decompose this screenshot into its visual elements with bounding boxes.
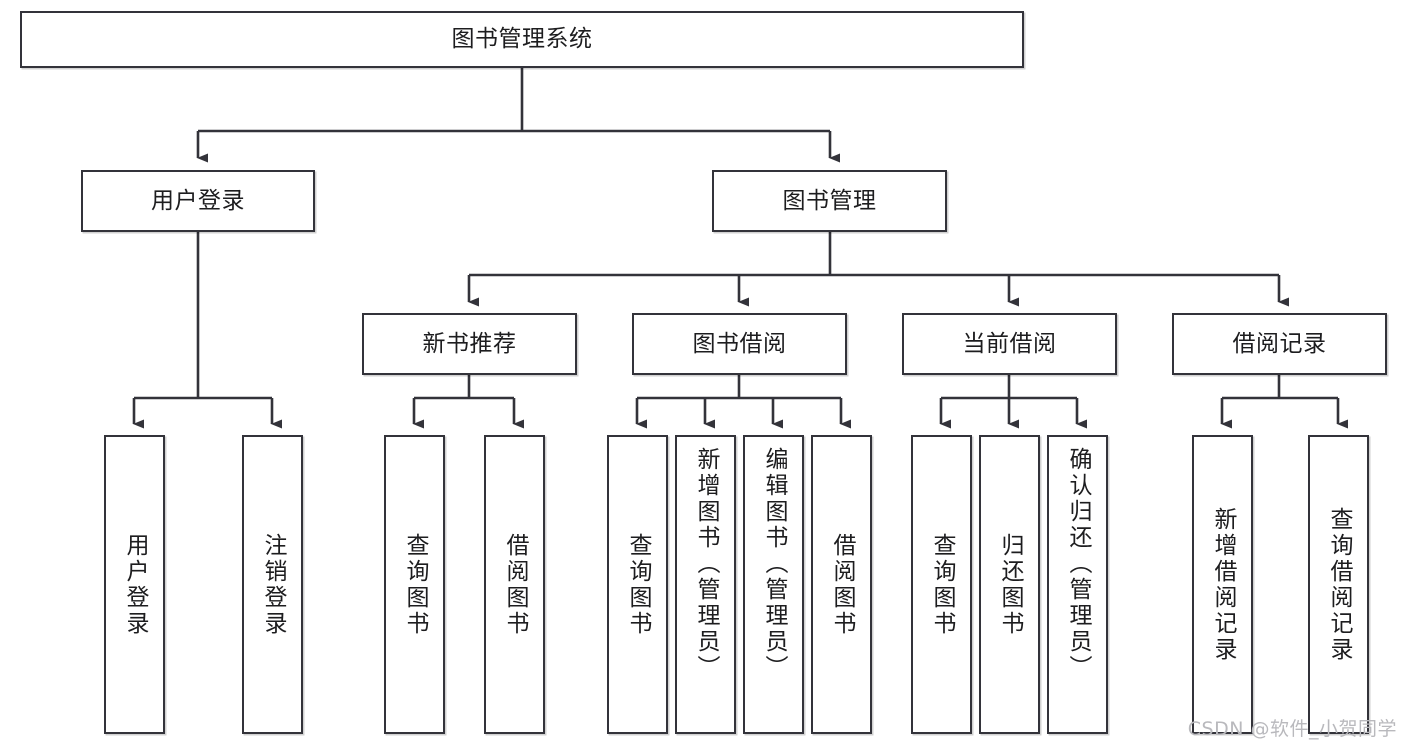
node-leaf-logout[interactable]: 注销登录 xyxy=(242,435,303,734)
node-leaf-add-book-label: 新增图书（管理员） xyxy=(693,447,719,681)
csdn-watermark: CSDN @软件_小贺同学 xyxy=(1187,718,1397,740)
node-leaf-query-record[interactable]: 查询借阅记录 xyxy=(1308,435,1369,734)
node-user-login-label: 用户登录 xyxy=(151,187,245,214)
node-leaf-add-book[interactable]: 新增图书（管理员） xyxy=(675,435,736,734)
node-leaf-logout-label: 注销登录 xyxy=(260,532,286,637)
node-leaf-add-record-label: 新增借阅记录 xyxy=(1210,506,1236,663)
node-book-manage-label: 图书管理 xyxy=(782,187,877,214)
node-root[interactable]: 图书管理系统 xyxy=(20,11,1024,68)
node-leaf-edit-book[interactable]: 编辑图书（管理员） xyxy=(743,435,804,734)
node-leaf-query-book-1[interactable]: 查询图书 xyxy=(384,435,445,734)
node-leaf-confirm-return[interactable]: 确认归还（管理员） xyxy=(1047,435,1108,734)
node-leaf-query-book-3-label: 查询图书 xyxy=(929,532,955,637)
node-leaf-query-book-1-label: 查询图书 xyxy=(402,532,428,637)
node-root-label: 图书管理系统 xyxy=(451,26,593,53)
node-book-manage[interactable]: 图书管理 xyxy=(712,170,947,232)
node-borrow-record-label: 借阅记录 xyxy=(1232,330,1327,357)
node-leaf-borrow-book-2-label: 借阅图书 xyxy=(829,532,855,637)
node-leaf-return-book-label: 归还图书 xyxy=(997,532,1023,637)
node-leaf-borrow-book-1[interactable]: 借阅图书 xyxy=(484,435,545,734)
node-user-login[interactable]: 用户登录 xyxy=(81,170,315,232)
node-new-book-rec[interactable]: 新书推荐 xyxy=(362,313,577,375)
node-new-book-rec-label: 新书推荐 xyxy=(422,330,517,357)
node-leaf-query-book-3[interactable]: 查询图书 xyxy=(911,435,972,734)
node-leaf-user-login-label: 用户登录 xyxy=(122,532,148,637)
node-current-borrow[interactable]: 当前借阅 xyxy=(902,313,1117,375)
node-book-borrow[interactable]: 图书借阅 xyxy=(632,313,847,375)
node-leaf-user-login[interactable]: 用户登录 xyxy=(104,435,165,734)
node-leaf-confirm-return-label: 确认归还（管理员） xyxy=(1065,447,1091,681)
node-leaf-add-record[interactable]: 新增借阅记录 xyxy=(1192,435,1253,734)
node-leaf-query-record-label: 查询借阅记录 xyxy=(1326,506,1352,663)
node-current-borrow-label: 当前借阅 xyxy=(962,330,1057,357)
node-book-borrow-label: 图书借阅 xyxy=(692,330,787,357)
node-leaf-query-book-2[interactable]: 查询图书 xyxy=(607,435,668,734)
node-leaf-return-book[interactable]: 归还图书 xyxy=(979,435,1040,734)
node-leaf-borrow-book-1-label: 借阅图书 xyxy=(502,532,528,637)
node-leaf-query-book-2-label: 查询图书 xyxy=(625,532,651,637)
node-leaf-edit-book-label: 编辑图书（管理员） xyxy=(761,447,787,681)
node-leaf-borrow-book-2[interactable]: 借阅图书 xyxy=(811,435,872,734)
node-borrow-record[interactable]: 借阅记录 xyxy=(1172,313,1387,375)
